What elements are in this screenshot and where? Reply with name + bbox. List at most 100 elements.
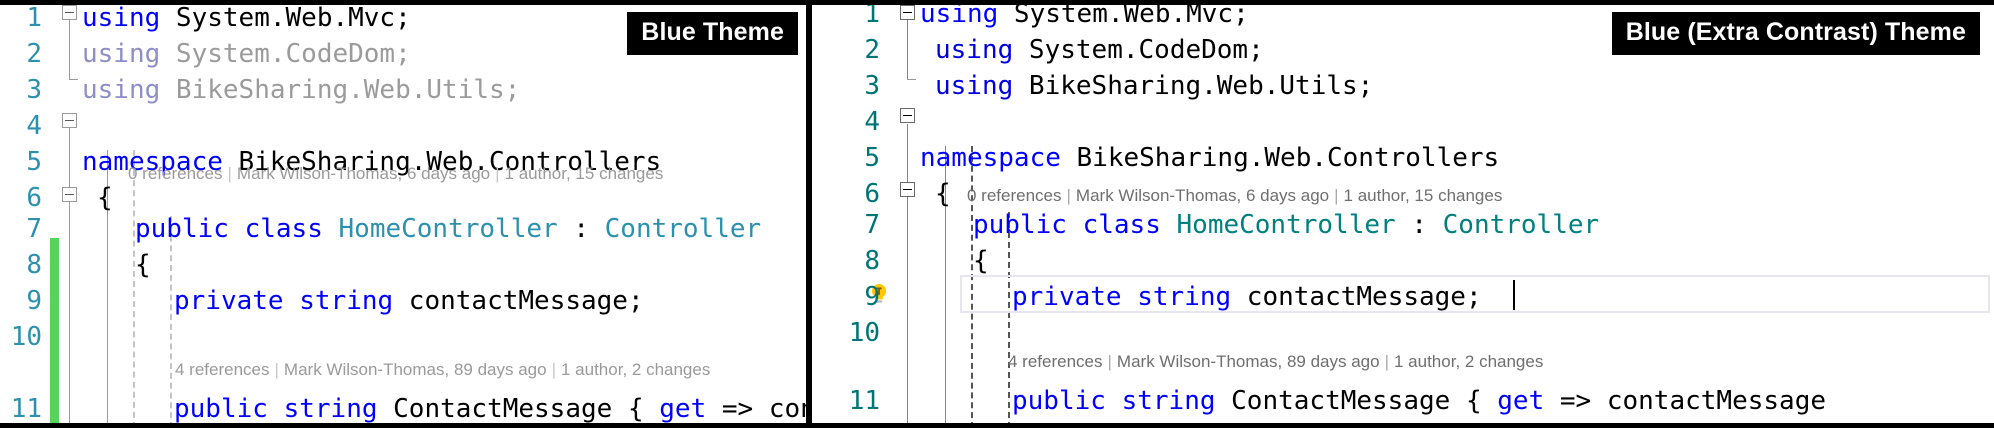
indent-guide-2: [1008, 212, 1010, 428]
code-line[interactable]: 2 using System.CodeDom;: [812, 32, 1994, 68]
theme-badge-left: Blue Theme: [627, 12, 798, 55]
line-number: 6: [26, 183, 42, 213]
code-line[interactable]: 11 public string ContactMessage { get =>…: [812, 383, 1994, 419]
code-line-text: public string ContactMessage { get => co…: [174, 394, 806, 424]
line-number: 10: [848, 318, 880, 348]
collapse-minus-icon[interactable]: [900, 182, 915, 197]
collapse-minus-icon[interactable]: [62, 113, 77, 128]
collapse-minus-icon[interactable]: [900, 108, 915, 123]
code-line[interactable]: 7 public class HomeController : Controll…: [0, 211, 806, 247]
line-number: 10: [10, 322, 42, 352]
code-line-text: public string ContactMessage { get => co…: [1012, 386, 1826, 416]
code-line-text: namespace BikeSharing.Web.Controllers: [920, 143, 1500, 173]
codelens-changes[interactable]: 1 author, 2 changes: [561, 360, 711, 379]
code-line[interactable]: 9 private string contactMessage;: [812, 279, 1994, 315]
code-line[interactable]: 9 private string contactMessage;: [0, 283, 806, 319]
codelens-references[interactable]: 0 references: [967, 186, 1062, 205]
code-line[interactable]: 7 public class HomeController : Controll…: [812, 207, 1994, 243]
text-caret: [1513, 280, 1515, 310]
code-line[interactable]: 5 namespace BikeSharing.Web.Controllers: [0, 144, 806, 180]
code-line-text: {: [935, 179, 951, 209]
code-line[interactable]: 10: [812, 315, 1994, 351]
codelens-references[interactable]: 4 references: [175, 360, 270, 379]
code-line-text: public class HomeController : Controller: [973, 210, 1600, 240]
collapse-minus-icon[interactable]: [62, 187, 77, 202]
current-line-highlight: [960, 275, 1990, 313]
code-line[interactable]: 1 using System.Web.Mvc;: [0, 0, 806, 36]
code-line[interactable]: 4: [0, 108, 806, 144]
code-line[interactable]: 3 using BikeSharing.Web.Utils;: [0, 72, 806, 108]
line-number: 1: [26, 3, 42, 33]
code-line[interactable]: 8 {: [812, 243, 1994, 279]
indent-guide-1: [971, 146, 973, 428]
codelens-references[interactable]: 0 references: [128, 164, 223, 183]
line-number: 8: [864, 246, 880, 276]
line-number: 9: [26, 286, 42, 316]
code-line[interactable]: 5 namespace BikeSharing.Web.Controllers: [812, 140, 1994, 176]
line-number: 2: [864, 35, 880, 65]
codelens-line-11[interactable]: 4 references|Mark Wilson-Thomas, 89 days…: [1008, 352, 1544, 371]
codelens-line-7[interactable]: 0 references|Mark Wilson-Thomas, 6 days …: [967, 186, 1503, 205]
indent-guide-2: [170, 216, 172, 428]
code-line[interactable]: 2 using System.CodeDom;: [0, 36, 806, 72]
code-line[interactable]: 6 {: [812, 176, 1994, 212]
code-line-text: {: [973, 246, 989, 276]
code-line-text: using System.Web.Mvc;: [82, 3, 411, 33]
code-line[interactable]: 10: [0, 319, 806, 355]
line-number: 9: [864, 282, 880, 312]
code-line[interactable]: 4: [812, 104, 1994, 140]
code-line-text: public class HomeController : Controller: [135, 214, 762, 244]
codelens-references[interactable]: 4 references: [1008, 352, 1103, 371]
code-line-text: {: [135, 250, 151, 280]
line-number: 2: [26, 39, 42, 69]
codelens-changes[interactable]: 1 author, 15 changes: [504, 164, 664, 183]
code-line-text: using BikeSharing.Web.Utils;: [82, 75, 521, 105]
editor-panel-blue-theme: Blue Theme 1 using System.Web.Mvc; 2 usi…: [0, 0, 806, 428]
code-area-left[interactable]: 1 using System.Web.Mvc; 2 using System.C…: [0, 0, 806, 428]
code-line[interactable]: 8 {: [0, 247, 806, 283]
codelens-line-11[interactable]: 4 references|Mark Wilson-Thomas, 89 days…: [175, 360, 711, 379]
line-number: 4: [26, 111, 42, 141]
code-line-text: {: [97, 183, 113, 213]
codelens-author[interactable]: Mark Wilson-Thomas, 89 days ago: [1116, 352, 1380, 371]
collapse-minus-icon[interactable]: [62, 5, 77, 20]
line-number: 3: [26, 75, 42, 105]
theme-badge-right: Blue (Extra Contrast) Theme: [1611, 12, 1980, 55]
folding-guide-class: [107, 150, 108, 428]
code-line-text: using System.CodeDom;: [935, 35, 1264, 65]
line-number: 5: [26, 147, 42, 177]
code-line-text: using BikeSharing.Web.Utils;: [935, 71, 1374, 101]
line-number: 1: [864, 0, 880, 29]
code-line-text: private string contactMessage;: [174, 286, 644, 316]
indent-guide-1: [133, 150, 135, 428]
folding-guide-namespace: [69, 128, 70, 428]
codelens-changes[interactable]: 1 author, 15 changes: [1343, 186, 1503, 205]
line-number: 4: [864, 107, 880, 137]
line-number: 7: [864, 210, 880, 240]
line-number: 6: [864, 179, 880, 209]
code-line-text: using System.CodeDom;: [82, 39, 411, 69]
top-border-rule: [0, 0, 1994, 5]
lightbulb-icon[interactable]: [869, 283, 889, 305]
code-area-right[interactable]: 1 using System.Web.Mvc; 2 using System.C…: [812, 0, 1994, 428]
codelens-author[interactable]: Mark Wilson-Thomas, 89 days ago: [283, 360, 547, 379]
folding-guide-namespace: [907, 124, 908, 428]
folding-guide-class: [945, 146, 946, 428]
line-number: 11: [10, 394, 42, 424]
codelens-author[interactable]: Mark Wilson-Thomas, 6 days ago: [1075, 186, 1330, 205]
code-line[interactable]: 11 public string ContactMessage { get =>…: [0, 391, 806, 427]
code-line-text: private string contactMessage;: [1012, 282, 1482, 312]
code-line[interactable]: 3 using BikeSharing.Web.Utils;: [812, 68, 1994, 104]
line-number: 11: [848, 386, 880, 416]
codelens-author[interactable]: Mark Wilson-Thomas, 6 days ago: [236, 164, 491, 183]
panel-divider: [806, 0, 812, 428]
collapse-minus-icon[interactable]: [900, 5, 915, 20]
line-number: 3: [864, 71, 880, 101]
line-number: 5: [864, 143, 880, 173]
editor-panel-blue-extra-contrast-theme: Blue (Extra Contrast) Theme: [812, 0, 1994, 428]
code-line-text: namespace BikeSharing.Web.Controllers: [82, 147, 662, 177]
codelens-line-7[interactable]: 0 references|Mark Wilson-Thomas, 6 days …: [128, 164, 664, 183]
codelens-changes[interactable]: 1 author, 2 changes: [1394, 352, 1544, 371]
code-line[interactable]: 6 {: [0, 180, 806, 216]
